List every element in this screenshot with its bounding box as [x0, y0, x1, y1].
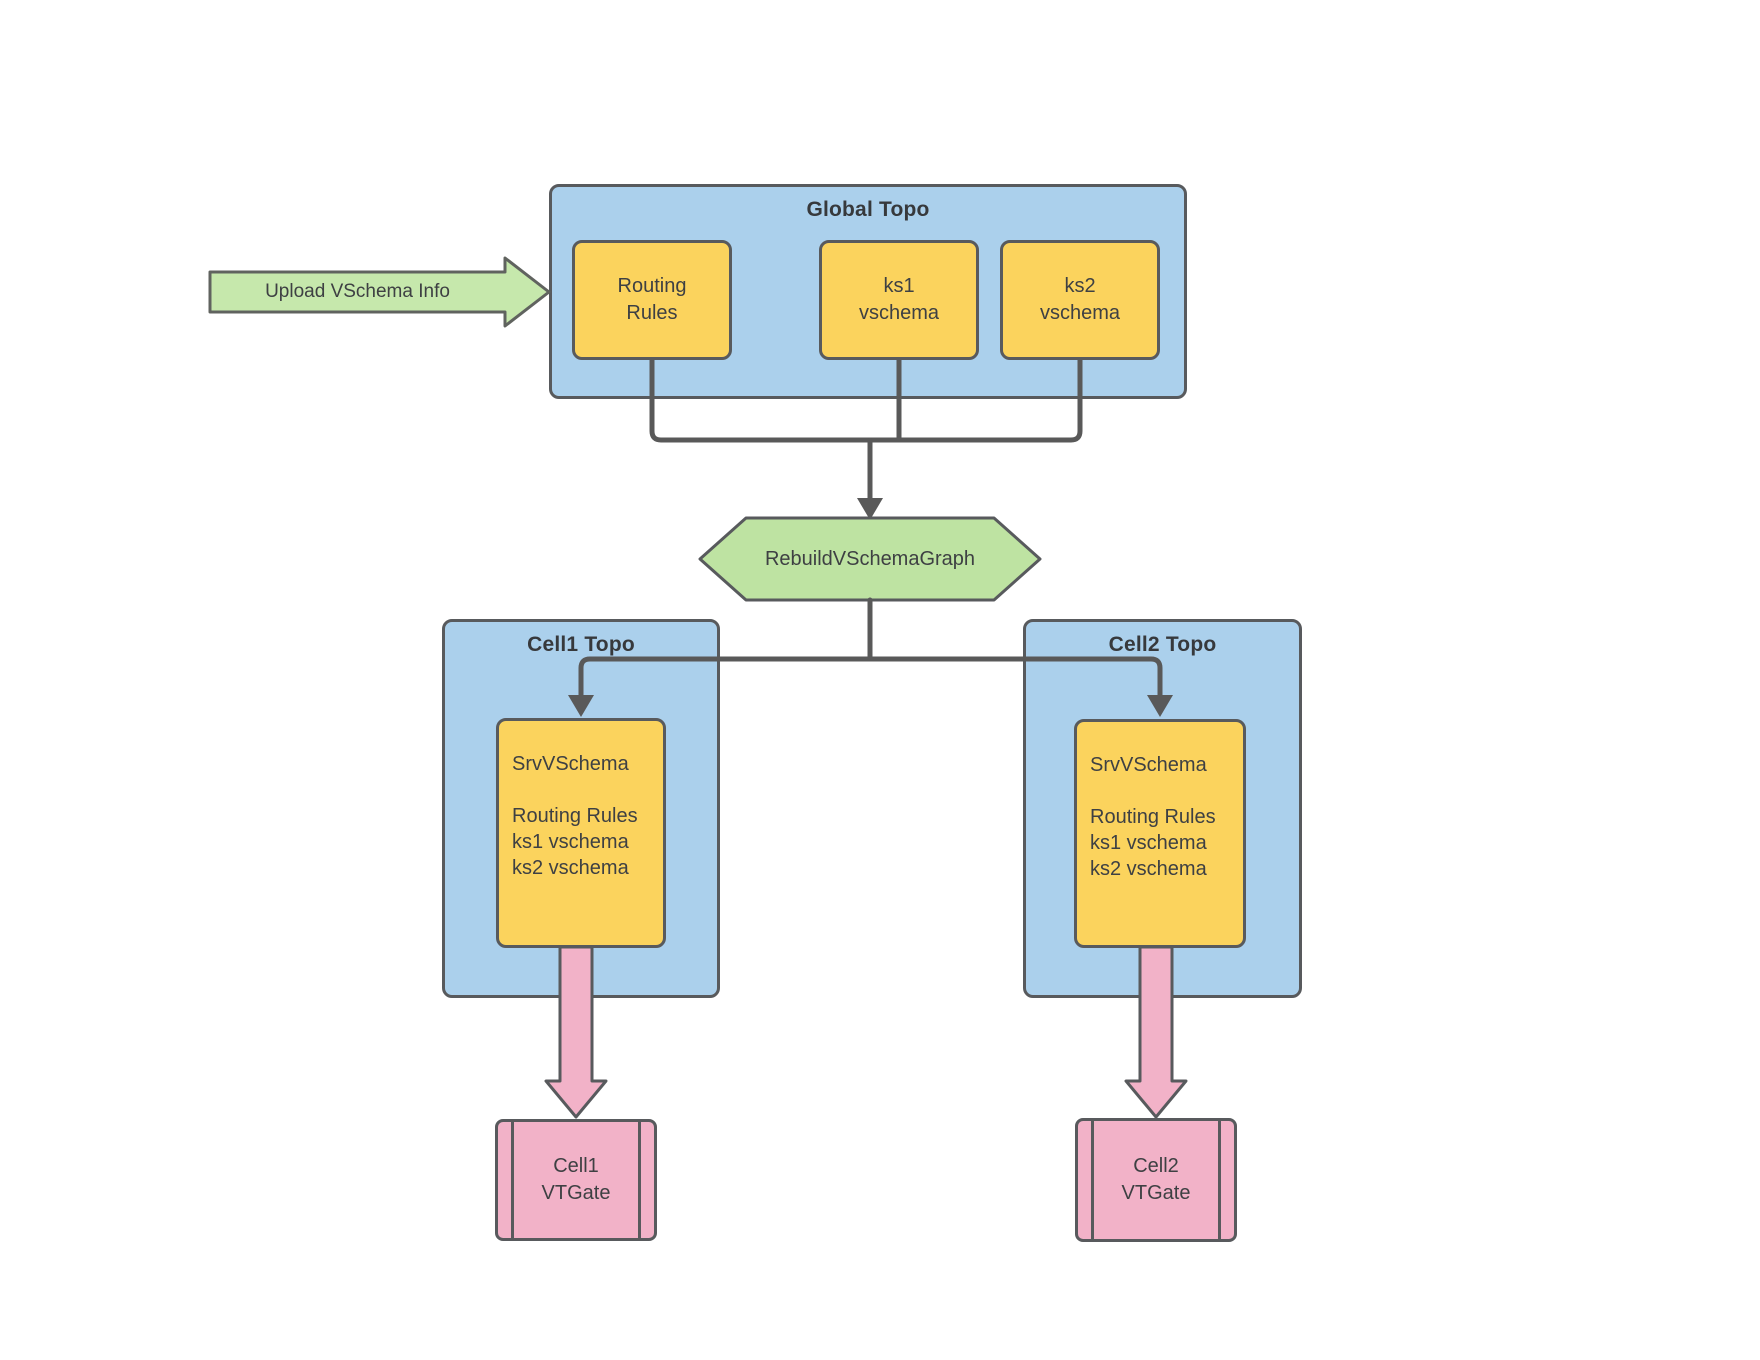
ks2-vschema-line2: vschema: [1039, 302, 1121, 324]
routing-rules-node: Routing Rules: [572, 240, 732, 360]
cell1-vtgate-line2: VTGate: [541, 1182, 611, 1204]
cell2-vtgate-node: Cell2 VTGate: [1075, 1118, 1237, 1242]
cell2-srv-line3: Routing Rules: [1090, 806, 1216, 828]
cell2-topo-title: Cell2 Topo: [1108, 633, 1217, 656]
routing-rules-line2: Rules: [626, 302, 678, 324]
global-topo-title: Global Topo: [806, 198, 930, 221]
ks2-vschema-line1: ks2: [1064, 275, 1096, 297]
routing-rules-line1: Routing: [617, 275, 687, 297]
cell1-srv-line2: [512, 777, 655, 803]
cell1-vtgate-line1: Cell1: [553, 1155, 599, 1177]
cell2-srv-vschema-node: SrvVSchema Routing Rules ks1 vschema ks2…: [1074, 719, 1246, 948]
cell1-vtgate-right-bar: [638, 1122, 641, 1238]
upload-vschema-arrow-label: Upload VSchema Info: [265, 281, 450, 302]
cell2-vtgate-left-bar: [1091, 1121, 1094, 1239]
cell1-srv-line1: SrvVSchema: [512, 753, 629, 775]
cell2-srv-line2: [1090, 778, 1235, 804]
cell1-vtgate-left-bar: [511, 1122, 514, 1238]
cell1-srv-line3: Routing Rules: [512, 805, 638, 827]
cell1-srv-line4: ks1 vschema: [512, 831, 629, 853]
cell2-vtgate-label: Cell2 VTGate: [1078, 1121, 1234, 1239]
ks1-vschema-line2: vschema: [858, 302, 940, 324]
cell1-srv-vschema-node: SrvVSchema Routing Rules ks1 vschema ks2…: [496, 718, 666, 948]
bus-to-rebuild-arrowhead: [857, 498, 883, 520]
cell1-topo-title: Cell1 Topo: [527, 633, 635, 656]
ks1-vschema-line1: ks1: [883, 275, 915, 297]
cell2-vtgate-line2: VTGate: [1121, 1182, 1191, 1204]
cell2-srv-line1: SrvVSchema: [1090, 754, 1207, 776]
cell2-srv-line4: ks1 vschema: [1090, 832, 1207, 854]
rebuild-vschema-graph-label: RebuildVSchemaGraph: [764, 547, 976, 570]
ks1-vschema-node: ks1 vschema: [819, 240, 979, 360]
cell1-vtgate-node: Cell1 VTGate: [495, 1119, 657, 1241]
cell2-srv-line5: ks2 vschema: [1090, 858, 1207, 880]
cell1-vtgate-label: Cell1 VTGate: [498, 1122, 654, 1238]
cell2-vtgate-right-bar: [1218, 1121, 1221, 1239]
cell1-srv-line5: ks2 vschema: [512, 857, 629, 879]
cell2-vtgate-line1: Cell2: [1133, 1155, 1179, 1177]
ks2-vschema-node: ks2 vschema: [1000, 240, 1160, 360]
